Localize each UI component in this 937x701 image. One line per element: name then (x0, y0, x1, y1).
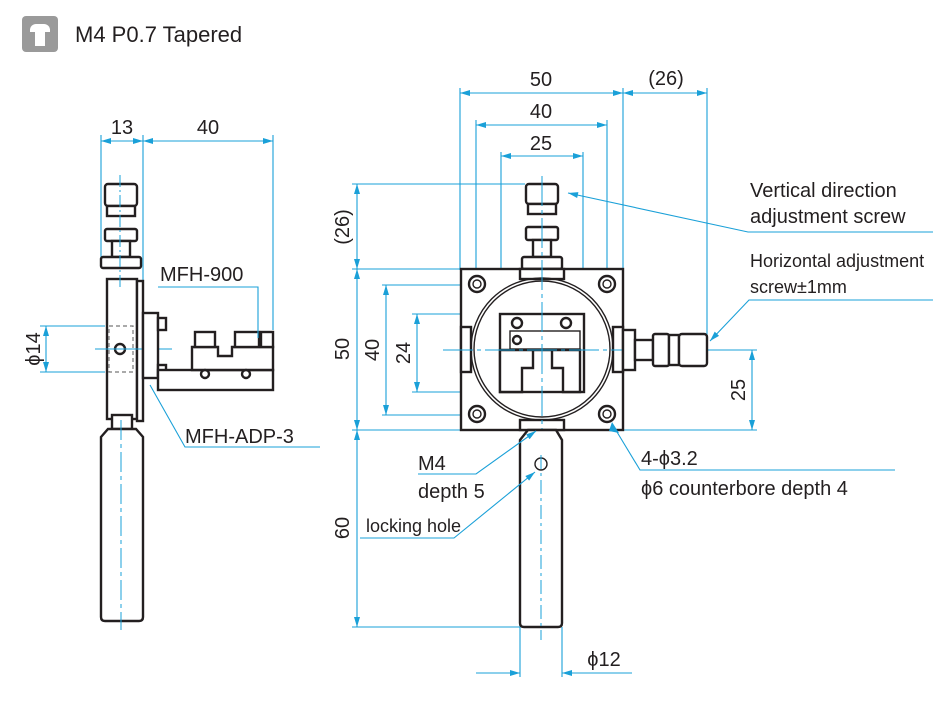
dim-60-left-label: 60 (332, 517, 354, 539)
dim-24-left-label: 24 (393, 342, 415, 364)
locking-hole-leader (360, 471, 536, 539)
dim-25-top-label: 25 (530, 133, 552, 155)
holder-base (156, 368, 275, 392)
holes-label-2: ϕ6 counterbore depth 4 (641, 478, 848, 500)
vertical-screw-leader (567, 192, 933, 233)
holes-label-1: 4-ϕ3.2 (641, 448, 698, 470)
horizontal-screw-label-2: screw±1mm (750, 277, 847, 297)
side-view: 13 40 ϕ14 MF (23, 117, 320, 630)
dim-dia12-label: ϕ12 (587, 649, 620, 671)
dim-26-left-label: (26) (332, 209, 354, 245)
horizontal-screw-knob (677, 332, 709, 368)
mfh900-label: MFH-900 (160, 264, 243, 286)
dim-25-right-label: 25 (728, 379, 750, 401)
dim-40-left-label: 40 (362, 339, 384, 361)
dim-13-label: 13 (111, 117, 133, 139)
dim-40-label: 40 (197, 117, 219, 139)
horizontal-screw-label-1: Horizontal adjustment (750, 251, 924, 271)
counterbore-holes (467, 274, 617, 424)
dim-dia14-label: ϕ14 (23, 332, 45, 365)
locking-hole-label: locking hole (366, 516, 461, 536)
dim-50-top-label: 50 (530, 69, 552, 91)
mfh900-leader (158, 286, 259, 338)
post (99, 427, 145, 623)
front-view: 50 (26) 40 25 (26) 50 40 24 60 25 (332, 68, 933, 677)
adapter-label: MFH-ADP-3 (185, 426, 294, 448)
vertical-screw-label-2: adjustment screw (750, 206, 906, 228)
horizontal-screw-base (621, 328, 637, 372)
dim-26-top-label: (26) (648, 68, 684, 90)
vertical-screw-label-1: Vertical direction (750, 180, 897, 202)
depth-label: depth 5 (418, 481, 485, 503)
dim-40-top-label: 40 (530, 101, 552, 123)
m4-label: M4 (418, 453, 446, 475)
holes-leader (616, 431, 895, 471)
dim-50-left-label: 50 (332, 338, 354, 360)
page-title: M4 P0.7 Tapered (75, 22, 243, 47)
m4-leader (418, 430, 537, 475)
adapter-leader (149, 384, 320, 448)
knob-top (103, 182, 139, 208)
horizontal-screw-leader (709, 299, 933, 342)
tapered-screw-icon (22, 16, 58, 52)
